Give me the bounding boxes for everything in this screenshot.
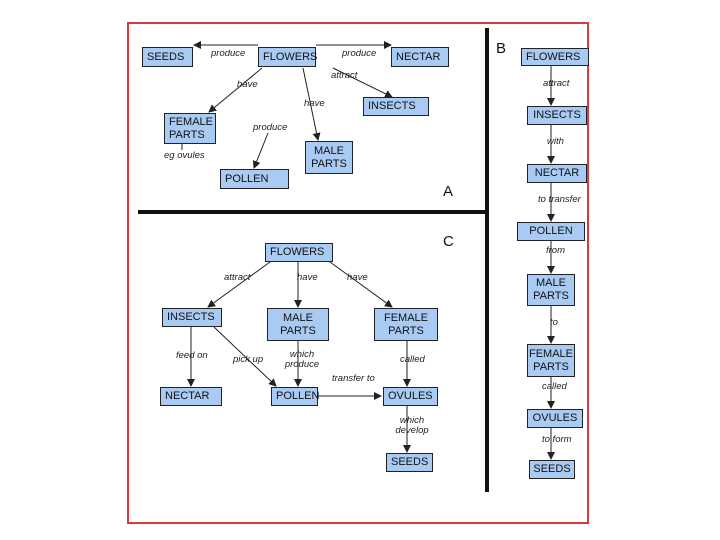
link-c-have-female: have [347, 272, 368, 283]
link-b-to-form: to form [542, 434, 572, 445]
link-b-from: from [546, 245, 565, 256]
node-b-ovules: OVULES [527, 409, 583, 428]
node-a-insects: INSECTS [363, 97, 429, 116]
link-c-called: called [400, 354, 425, 365]
node-a-seeds: SEEDS [142, 47, 193, 67]
node-c-female-parts: FEMALE PARTS [374, 308, 438, 341]
link-c-feed-on: feed on [176, 350, 208, 361]
arrow-a-flowers-insects [332, 67, 393, 98]
arrow-a-female-pollen [252, 132, 269, 169]
link-a-have-female: have [237, 79, 258, 90]
arrow-c-flowers-female [329, 261, 393, 308]
arrow-a-flowers-female [208, 67, 263, 113]
link-c-which-develop: which develop [395, 415, 429, 436]
link-c-have-male: have [297, 272, 318, 283]
node-b-female-parts: FEMALE PARTS [527, 344, 575, 377]
node-a-flowers: FLOWERS [258, 47, 317, 67]
node-c-male-parts: MALE PARTS [267, 308, 329, 341]
link-a-produce-pollen: produce [253, 122, 288, 133]
link-a-eg-ovules: eg ovules [164, 150, 205, 161]
link-b-with: with [547, 136, 564, 147]
node-b-flowers: FLOWERS [521, 48, 589, 66]
link-c-which-produce: which produce [284, 349, 320, 370]
link-b-called: called [542, 381, 567, 392]
section-label-b: B [496, 40, 507, 57]
node-c-insects: INSECTS [162, 308, 222, 327]
node-b-male-parts: MALE PARTS [527, 274, 575, 306]
node-b-seeds: SEEDS [529, 460, 575, 479]
node-c-seeds: SEEDS [386, 453, 433, 472]
arrow-a-flowers-male [302, 67, 321, 141]
link-c-pick-up: pick up [233, 354, 264, 365]
link-a-produce-seeds: produce [211, 48, 246, 59]
node-c-ovules: OVULES [383, 387, 438, 406]
arrow-c-flowers-insects [207, 261, 271, 308]
node-c-flowers: FLOWERS [265, 243, 333, 262]
node-b-nectar: NECTAR [527, 164, 587, 183]
node-b-pollen: POLLEN [517, 222, 585, 241]
node-a-male-parts: MALE PARTS [305, 141, 353, 174]
link-c-attract: attract [224, 272, 251, 283]
link-b-to: to [550, 317, 558, 328]
link-a-attract: attract [331, 70, 358, 81]
node-a-female-parts: FEMALE PARTS [164, 113, 216, 144]
section-label-a: A [443, 183, 454, 200]
arrow-c-insects-pollen [213, 326, 277, 387]
node-c-pollen: POLLEN [271, 387, 319, 406]
section-label-c: C [443, 233, 454, 250]
link-b-to-transfer: to transfer [538, 194, 581, 205]
link-a-produce-nectar: produce [342, 48, 377, 59]
diagram-frame [127, 22, 589, 524]
node-a-nectar: NECTAR [391, 47, 449, 67]
link-b-attract: attract [543, 78, 570, 89]
link-c-transfer-to: transfer to [332, 373, 375, 384]
node-a-pollen: POLLEN [220, 169, 289, 189]
node-b-insects: INSECTS [527, 106, 587, 125]
node-c-nectar: NECTAR [160, 387, 222, 406]
link-a-have-male: have [304, 98, 325, 109]
